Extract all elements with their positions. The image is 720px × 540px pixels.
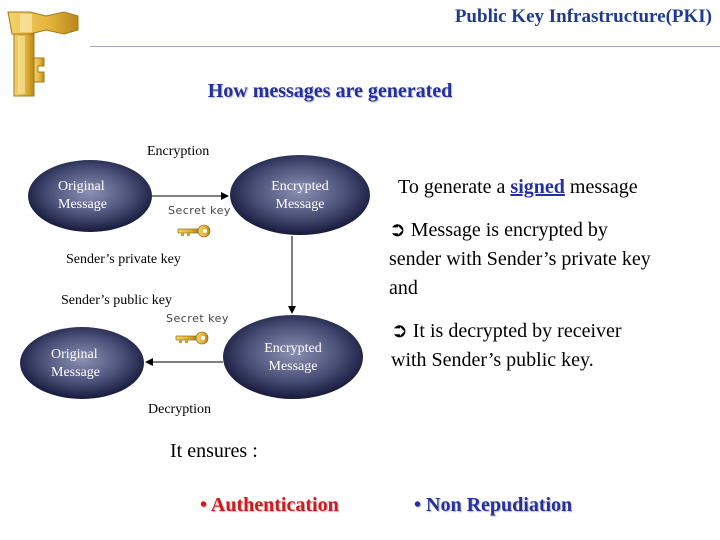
arrow-bullet-icon: ➲ <box>389 219 406 241</box>
step-2-text: ➲ It is decrypted by receiver with Sende… <box>391 320 622 371</box>
step-1-text: ➲ Message is encrypted by sender with Se… <box>389 219 651 299</box>
arrow-bullet-icon: ➲ <box>391 320 408 342</box>
encryption-label: Encryption <box>147 144 210 159</box>
secret-key-top-label: Secret key <box>168 204 231 217</box>
original-message-bottom-ellipse <box>20 327 144 399</box>
secret-key-bottom-label: Secret key <box>166 312 229 325</box>
sender-private-key-label: Sender’s private key <box>66 252 181 267</box>
ensures-text: It ensures : <box>170 440 258 462</box>
private-key-icon <box>177 224 211 238</box>
encrypted-message-bottom-ellipse <box>223 315 363 399</box>
signed-word: signed <box>510 176 565 198</box>
header-divider <box>90 46 720 47</box>
sender-public-key-label: Sender’s public key <box>61 293 172 308</box>
encrypted-message-top-ellipse <box>230 155 370 235</box>
bullet-non-repudiation: • Non Repudiation <box>414 494 573 516</box>
logo-key-icon <box>7 11 79 97</box>
signed-intro: To generate a signed message <box>398 176 638 198</box>
bullet-authentication: • Authentication <box>200 494 339 516</box>
public-key-icon <box>175 331 209 345</box>
decryption-label: Decryption <box>148 402 211 417</box>
slide-subtitle: How messages are generated <box>207 80 453 102</box>
original-message-top-ellipse <box>28 160 152 232</box>
header-title: Public Key Infrastructure(PKI) <box>454 6 712 27</box>
